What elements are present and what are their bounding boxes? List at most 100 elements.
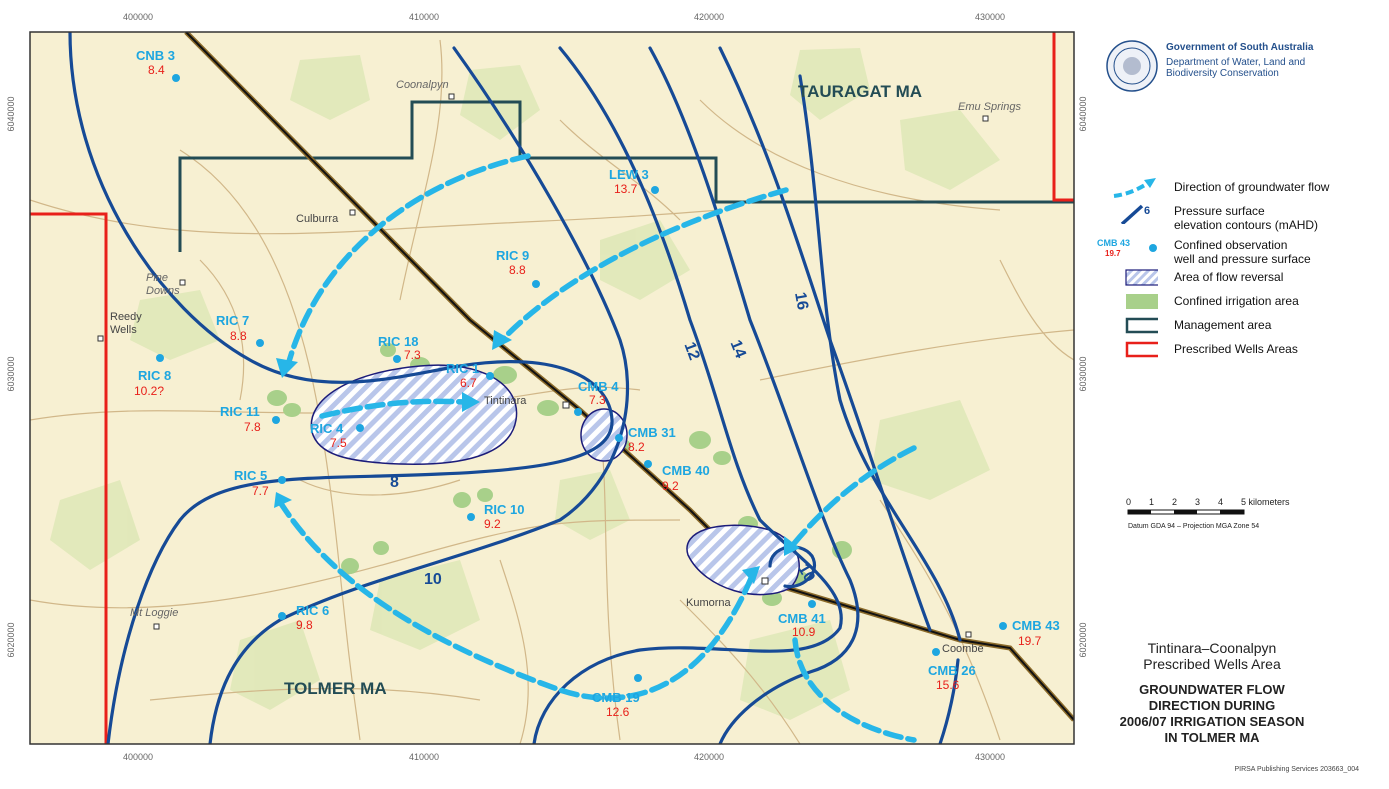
svg-text:RIC 8: RIC 8 <box>138 368 171 383</box>
contour-label-8: 8 <box>390 474 399 491</box>
map-legend: Direction of groundwater flow 6 Pressure… <box>1097 176 1380 362</box>
town-pine-downs-line2: Downs <box>146 285 180 297</box>
well-ric-4[interactable]: RIC 4 7.5 <box>310 421 364 450</box>
svg-text:CMB 19: CMB 19 <box>592 690 640 705</box>
svg-text:7.5: 7.5 <box>330 436 347 450</box>
well-ric-9[interactable]: RIC 9 8.8 <box>496 248 540 288</box>
town-emu-springs: Emu Springs <box>958 101 1021 113</box>
map-title-block: Tintinara–Coonalpyn Prescribed Wells Are… <box>1062 640 1362 746</box>
area-title-line2: Prescribed Wells Area <box>1143 656 1281 672</box>
easting-tick-top-1: 400000 <box>123 12 153 22</box>
svg-text:2: 2 <box>1172 497 1177 507</box>
well-cmb-43[interactable]: CMB 43 19.7 <box>999 618 1060 648</box>
well-ric-1[interactable]: RIC 1 6.7 <box>446 361 494 390</box>
town-kumorna: Kumorna <box>686 597 732 609</box>
svg-text:12.6: 12.6 <box>606 705 630 719</box>
svg-text:6.7: 6.7 <box>460 376 477 390</box>
svg-text:RIC 7: RIC 7 <box>216 313 249 328</box>
well-ric-8[interactable]: RIC 8 10.2? <box>134 354 171 398</box>
svg-text:RIC 18: RIC 18 <box>378 334 418 349</box>
svg-text:8.2: 8.2 <box>628 440 645 454</box>
northing-tick-left-2: 6030000 <box>6 356 16 391</box>
easting-tick-bottom-2: 410000 <box>409 752 439 762</box>
svg-text:CMB 41: CMB 41 <box>778 611 826 626</box>
management-area-boundary <box>178 100 1074 252</box>
northing-tick-right-3: 6020000 <box>1078 622 1088 657</box>
well-ric-7[interactable]: RIC 7 8.8 <box>216 313 264 347</box>
northing-tick-left-1: 6040000 <box>6 96 16 131</box>
town-reedy-wells-line2: Wells <box>110 324 137 336</box>
legend-flow: Direction of groundwater flow <box>1100 176 1380 200</box>
well-ric-18[interactable]: RIC 18 7.3 <box>378 334 421 363</box>
svg-text:RIC 6: RIC 6 <box>296 603 329 618</box>
easting-tick-bottom-3: 420000 <box>694 752 724 762</box>
easting-tick-top-4: 430000 <box>975 12 1005 22</box>
well-cnb-3[interactable]: CNB 3 8.4 <box>136 48 180 82</box>
town-coombe: Coombe <box>942 643 984 655</box>
map-frame <box>29 31 1075 745</box>
svg-text:CMB 43: CMB 43 <box>1012 618 1060 633</box>
well-cmb-19[interactable]: CMB 19 12.6 <box>592 674 642 719</box>
town-reedy-wells-line1: Reedy <box>110 311 142 323</box>
svg-text:19.7: 19.7 <box>1018 634 1042 648</box>
scale-bar: 0 1 2 3 4 5 kilometers Datum GDA 94 – Pr… <box>1124 496 1314 545</box>
svg-text:RIC 9: RIC 9 <box>496 248 529 263</box>
town-pine-downs-line1: Pine <box>146 272 168 284</box>
svg-text:1: 1 <box>1149 497 1154 507</box>
svg-text:7.7: 7.7 <box>252 484 269 498</box>
pressure-contours <box>68 32 962 744</box>
svg-text:4: 4 <box>1218 497 1223 507</box>
easting-tick-top-2: 410000 <box>409 12 439 22</box>
town-mt-loggie: Mt Loggie <box>130 607 178 619</box>
well-lew-3[interactable]: LEW 3 13.7 <box>609 167 659 196</box>
region-label-tolmer: TOLMER MA <box>284 679 387 698</box>
irrigation-area-icon <box>1126 294 1158 309</box>
main-title: GROUNDWATER FLOW DIRECTION DURING 2006/0… <box>1119 682 1305 745</box>
svg-text:7.3: 7.3 <box>589 393 606 407</box>
svg-text:0: 0 <box>1126 497 1131 507</box>
publisher-credit: PIRSA Publishing Services 203663_004 <box>1234 766 1359 773</box>
contour-line-icon: 6 <box>1120 204 1150 224</box>
svg-text:RIC 10: RIC 10 <box>484 502 524 517</box>
svg-text:CMB 31: CMB 31 <box>628 425 676 440</box>
legend-well: CMB 43 19.7 Confined observation well an… <box>1097 234 1380 266</box>
flow-reversal-areas <box>310 364 800 596</box>
well-cmb-4[interactable]: CMB 4 7.3 <box>574 379 619 416</box>
svg-text:RIC 1: RIC 1 <box>446 361 479 376</box>
svg-text:RIC 11: RIC 11 <box>220 404 260 419</box>
contour-labels: 8 10 12 14 16 10 <box>390 291 818 588</box>
svg-text:CMB 43: CMB 43 <box>1097 238 1130 248</box>
prescribed-wells-boundary <box>30 32 1074 744</box>
prescribed-area-icon <box>1125 341 1158 358</box>
svg-text:CMB 4: CMB 4 <box>578 379 619 394</box>
svg-text:Datum GDA 94 – Projection MGA: Datum GDA 94 – Projection MGA Zone 54 <box>1128 523 1259 530</box>
contour-label-12: 12 <box>681 340 703 363</box>
management-area-icon <box>1125 317 1158 334</box>
svg-text:5 kilometers: 5 kilometers <box>1241 497 1290 507</box>
well-cmb-41[interactable]: CMB 41 10.9 <box>778 600 826 639</box>
well-cmb-40[interactable]: CMB 40 9.2 <box>644 460 710 493</box>
svg-text:10.9: 10.9 <box>792 625 816 639</box>
svg-text:CNB 3: CNB 3 <box>136 48 175 63</box>
well-cmb-26[interactable]: CMB 26 15.6 <box>928 648 976 692</box>
svg-text:7.3: 7.3 <box>404 348 421 362</box>
well-ric-6[interactable]: RIC 6 9.8 <box>278 603 329 632</box>
area-title-line1: Tintinara–Coonalpyn <box>1147 640 1277 656</box>
contour-label-14: 14 <box>726 338 748 361</box>
contour-label-10b: 10 <box>794 561 818 585</box>
svg-text:15.6: 15.6 <box>936 678 960 692</box>
well-cmb-31[interactable]: CMB 31 8.2 <box>615 425 676 454</box>
town-tintinara: Tintinara <box>484 395 527 407</box>
contour-label-10: 10 <box>424 571 442 588</box>
svg-text:CMB 40: CMB 40 <box>662 463 710 478</box>
legend-contour: 6 Pressure surface elevation contours (m… <box>1100 200 1380 234</box>
legend-reversal: Area of flow reversal <box>1100 266 1380 290</box>
well-ric-11[interactable]: RIC 11 7.8 <box>220 404 280 434</box>
town-culburra: Culburra <box>296 213 339 225</box>
groundwater-flow-arrows <box>277 153 917 743</box>
svg-text:8.8: 8.8 <box>509 263 526 277</box>
svg-text:3: 3 <box>1195 497 1200 507</box>
well-ric-5[interactable]: RIC 5 7.7 <box>234 468 286 498</box>
region-label-tauragat: TAURAGAT MA <box>798 82 922 101</box>
well-ric-10[interactable]: RIC 10 9.2 <box>467 502 524 531</box>
